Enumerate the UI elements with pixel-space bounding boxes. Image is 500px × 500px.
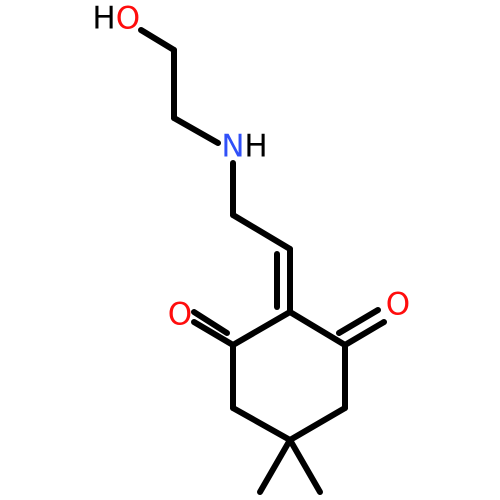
- bond-cright-o-double-a: [342, 319, 387, 348]
- bond-c2-n: [171, 115, 221, 146]
- bond-cq-methyl-right: [287, 437, 323, 495]
- bond-c5-cright: [287, 309, 348, 348]
- bond-c5-cleft: [230, 309, 293, 348]
- bond-ch2right-cq: [287, 405, 348, 443]
- bond-cright-o-double-b: [336, 307, 381, 336]
- bond-o-c1: [138, 27, 177, 53]
- bond-cq-methyl-left: [257, 437, 293, 495]
- amine-hydrogen-label: H: [244, 129, 267, 165]
- ketone-left-oxygen-label: O: [168, 297, 192, 333]
- hydroxyl-hydrogen-label: H: [92, 1, 115, 37]
- bond-cleft-o-double-a: [191, 319, 236, 348]
- bond-cleft-o-double-b: [191, 309, 230, 336]
- ketone-right-oxygen-label: O: [386, 287, 410, 323]
- amine-nitrogen-label: N: [221, 129, 244, 165]
- bond-c3-c4: [230, 212, 293, 252]
- hydroxyl-oxygen-label: O: [116, 1, 140, 37]
- bond-ch2left-cq: [230, 405, 293, 443]
